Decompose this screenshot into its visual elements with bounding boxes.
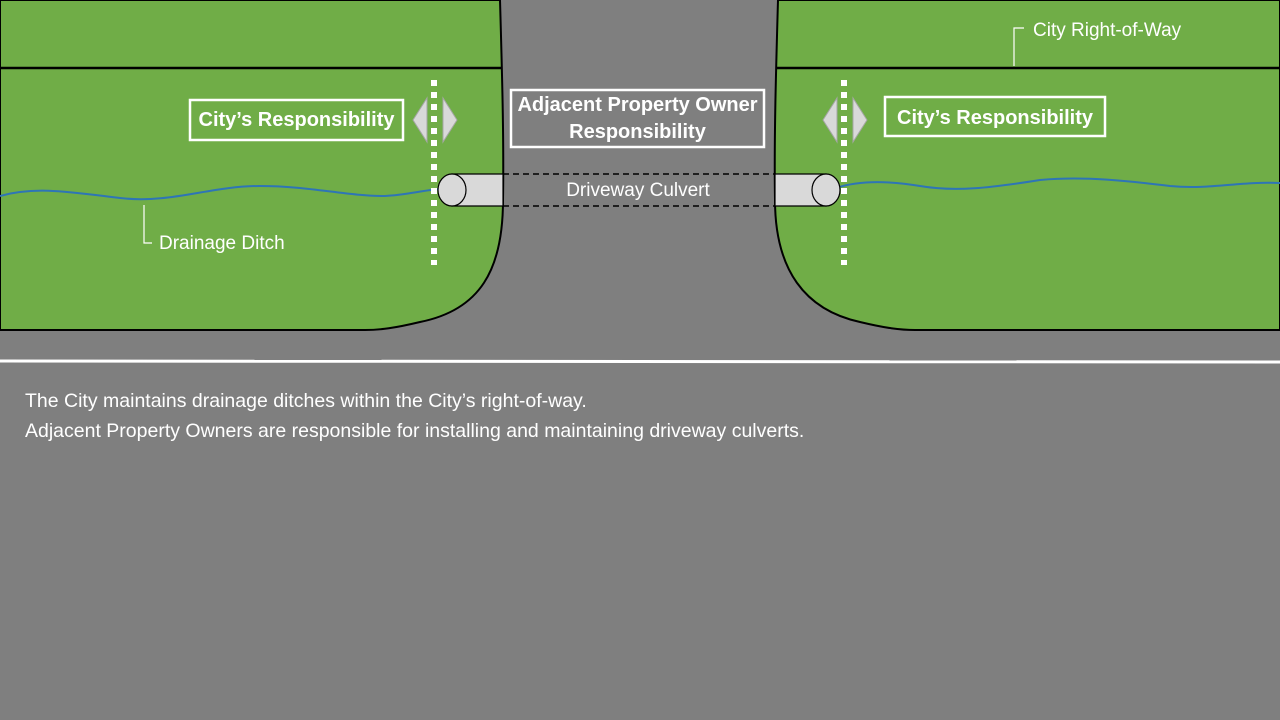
right-of-way-callout-line <box>1013 27 1024 66</box>
caption: The City maintains drainage ditches with… <box>25 386 804 446</box>
culvert-end-right <box>811 173 841 207</box>
drainage-ditch-right <box>835 177 1280 190</box>
drainage-ditch-callout-line <box>143 205 152 244</box>
boundary-arrow-left-icon <box>412 96 458 144</box>
city-right-of-way-label: City Right-of-Way <box>1033 20 1182 41</box>
owner-responsibility-box: Adjacent Property Owner Responsibility <box>509 88 766 149</box>
city-responsibility-right-label: City’s Responsibility <box>897 107 1094 129</box>
left-grass-area <box>0 0 505 331</box>
driveway-culvert-label: Driveway Culvert <box>566 180 710 201</box>
city-responsibility-left-box: City’s Responsibility <box>188 98 405 142</box>
drainage-ditch-label: Drainage Ditch <box>159 233 285 254</box>
owner-responsibility-label-line2: Responsibility <box>569 121 707 143</box>
caption-line-2: Adjacent Property Owners are responsible… <box>25 420 805 442</box>
right-grass-area <box>773 0 1280 331</box>
road-edge-line <box>0 359 1280 364</box>
owner-responsibility-label-line1: Adjacent Property Owner <box>517 94 757 116</box>
city-responsibility-right-box: City’s Responsibility <box>883 95 1107 138</box>
boundary-arrow-right-icon <box>822 96 868 144</box>
drainage-ditch-left <box>0 184 451 201</box>
city-responsibility-left-label: City’s Responsibility <box>199 109 396 131</box>
culvert-end-left <box>437 173 467 207</box>
caption-line-1: The City maintains drainage ditches with… <box>25 390 587 412</box>
